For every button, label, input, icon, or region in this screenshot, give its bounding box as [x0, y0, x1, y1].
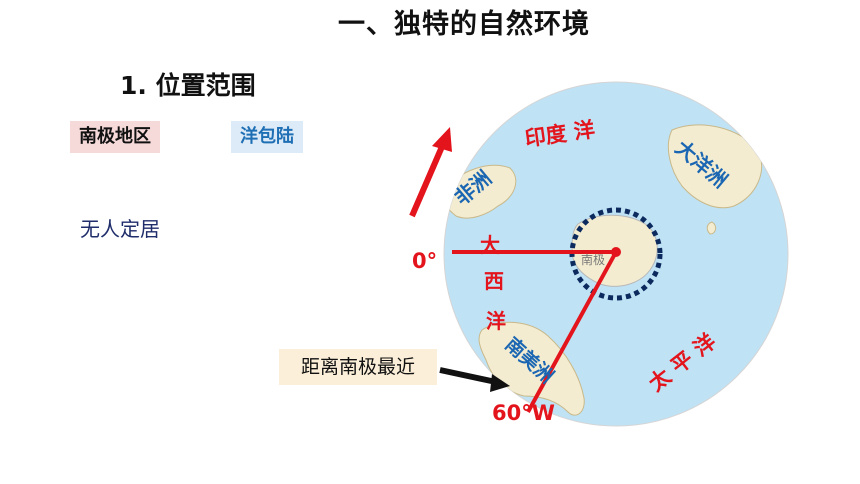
label-atlantic-3: 洋	[486, 309, 506, 333]
direction-arrow-icon	[432, 127, 452, 152]
pointer-arrow-icon	[490, 374, 510, 392]
south-america-landmass	[478, 321, 585, 416]
pointer-arrow-shaft	[439, 367, 497, 385]
label-0-degree: 0°	[412, 249, 437, 273]
label-atlantic-1: 大	[480, 233, 500, 257]
note-nearest-to-antarctica: 距离南极最近	[279, 349, 437, 385]
tag-ocean-surrounds-land: 洋包陆	[231, 121, 303, 153]
label-60w: 60°W	[492, 401, 555, 425]
note-uninhabited: 无人定居	[80, 217, 160, 241]
tag-antarctic-region: 南极地区	[70, 121, 160, 153]
meridian-60w-line	[526, 251, 618, 413]
label-atlantic-2: 西	[484, 269, 504, 293]
page-title: 一、独特的自然环境	[338, 9, 590, 40]
direction-arrow-shaft	[409, 140, 447, 218]
section-heading: 1. 位置范围	[120, 71, 256, 100]
label-antarctica: 南极	[581, 252, 605, 267]
australia-landmass	[667, 124, 763, 209]
tasmania-landmass	[706, 221, 717, 235]
south-pole-dot	[611, 247, 621, 257]
